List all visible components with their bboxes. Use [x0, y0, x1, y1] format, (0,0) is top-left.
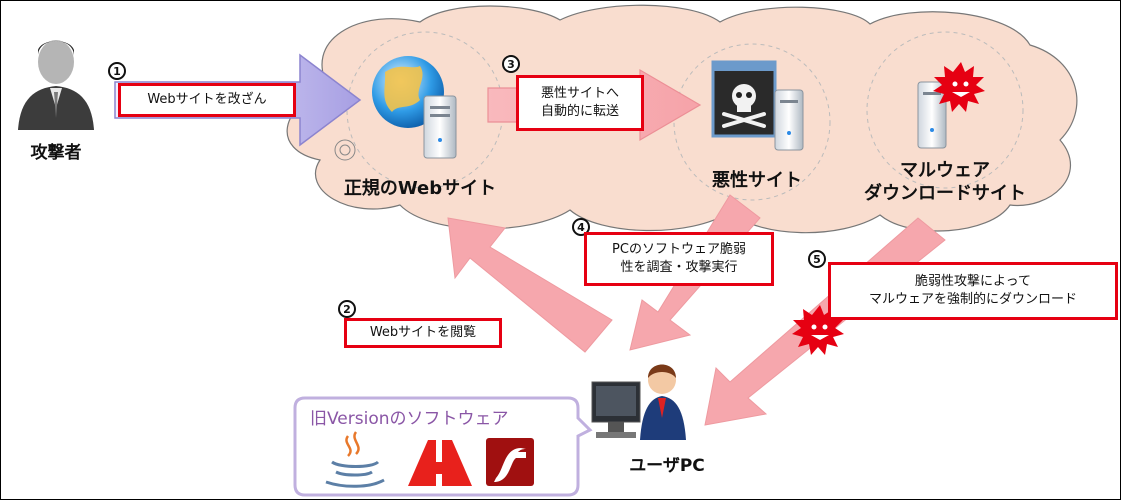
- user-pc-label: ユーザPC: [629, 456, 705, 476]
- internet-cloud: [286, 4, 1078, 234]
- step-4-text: PCのソフトウェア脆弱 性を調査・攻撃実行: [584, 232, 774, 286]
- step-3-text: 悪性サイトへ 自動的に転送: [516, 75, 644, 131]
- step-1-badge: 1: [108, 62, 126, 80]
- malware-site-icon: [917, 62, 985, 149]
- flash-player-icon: [486, 438, 534, 486]
- step-2-text: Webサイトを閲覧: [344, 318, 502, 348]
- attacker-icon: [18, 40, 94, 130]
- malware-site-label: マルウェア ダウンロードサイト: [864, 160, 1026, 204]
- adobe-reader-icon: [408, 440, 472, 486]
- step-3-badge: 3: [502, 55, 520, 73]
- step-5-text: 脆弱性攻撃によって マルウェアを強制的にダウンロード: [828, 262, 1118, 320]
- browse-arrow: [447, 217, 613, 353]
- malicious-site-icon: [711, 60, 804, 151]
- user-pc-icon: [591, 364, 686, 440]
- java-icon: [325, 431, 385, 488]
- malicious-site-label: 悪性サイト: [712, 170, 802, 191]
- step-4-badge: 4: [572, 218, 590, 236]
- attacker-label: 攻撃者: [30, 143, 82, 163]
- old-software-title: 旧Versionのソフトウェア: [310, 409, 509, 429]
- step-2-badge: 2: [338, 300, 356, 318]
- legit-site-icon: [372, 56, 457, 159]
- step-5-badge: 5: [808, 250, 826, 268]
- step-1-text: Webサイトを改ざん: [118, 83, 296, 117]
- legit-site-label: 正規のWebサイト: [343, 178, 497, 199]
